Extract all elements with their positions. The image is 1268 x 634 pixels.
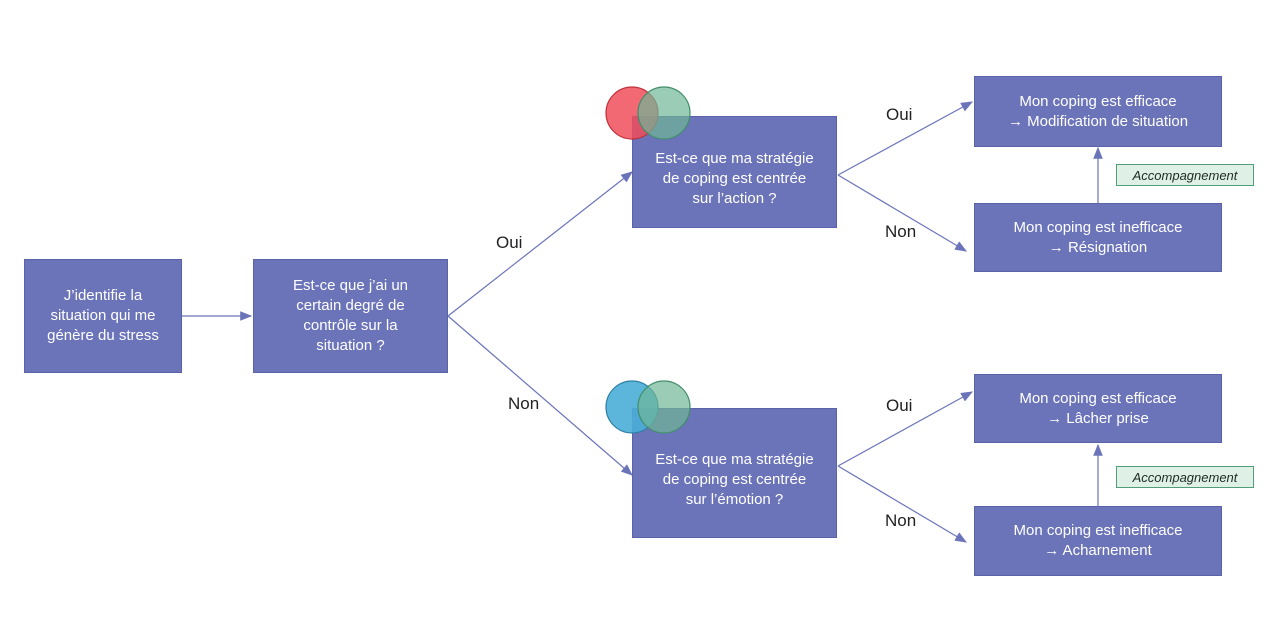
- venn-emotion-icon: [605, 380, 691, 434]
- node-action-question: Est-ce que ma stratégie de coping est ce…: [632, 116, 837, 228]
- arrow-action-to-yes: [837, 101, 974, 176]
- label-action-no: Non: [885, 222, 917, 241]
- node-identify-situation: J’identifie la situation qui me génère d…: [24, 259, 182, 373]
- node-emotion-effective-text: Mon coping est efficace → Lâcher prise: [1019, 389, 1177, 427]
- node-action-ineffective-text: Mon coping est inefficace → Résignation: [1013, 218, 1183, 256]
- node-identify-situation-text: J’identifie la situation qui me génère d…: [47, 287, 159, 344]
- label-control-no: Non: [508, 394, 540, 413]
- label-control-yes: Oui: [496, 233, 523, 252]
- venn-action-icon: [605, 86, 691, 140]
- tag-emotion-support: Accompagnement: [1116, 466, 1254, 488]
- node-emotion-effective: Mon coping est efficace → Lâcher prise: [974, 374, 1222, 443]
- node-action-question-text: Est-ce que ma stratégie de coping est ce…: [655, 150, 814, 207]
- arrow-emotion-to-no: [837, 465, 968, 543]
- arrow-action-to-no: [837, 174, 968, 252]
- node-action-effective: Mon coping est efficace → Modification d…: [974, 76, 1222, 147]
- arrow-emotion-to-yes: [837, 391, 974, 467]
- tag-action-support: Accompagnement: [1116, 164, 1254, 186]
- node-control-question: Est-ce que j’ai un certain degré de cont…: [253, 259, 448, 373]
- node-emotion-question-text: Est-ce que ma stratégie de coping est ce…: [655, 451, 814, 508]
- label-action-yes: Oui: [886, 105, 913, 124]
- label-emotion-yes: Oui: [886, 396, 913, 415]
- node-emotion-ineffective: Mon coping est inefficace → Acharnement: [974, 506, 1222, 576]
- arrow-control-to-emotion: [447, 315, 633, 476]
- label-emotion-no: Non: [885, 511, 917, 530]
- node-action-ineffective: Mon coping est inefficace → Résignation: [974, 203, 1222, 272]
- node-action-effective-text: Mon coping est efficace → Modification d…: [1007, 92, 1189, 130]
- arrow-control-to-action: [447, 171, 633, 317]
- node-emotion-ineffective-text: Mon coping est inefficace → Acharnement: [1013, 522, 1183, 559]
- node-control-question-text: Est-ce que j’ai un certain degré de cont…: [292, 277, 409, 354]
